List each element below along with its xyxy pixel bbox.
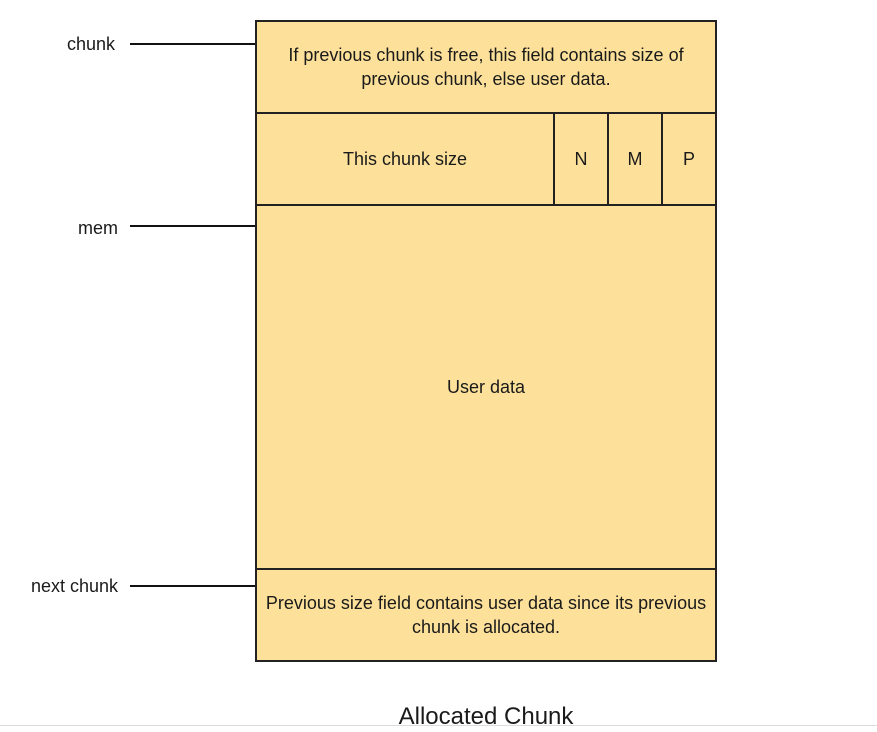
flag-p: P <box>682 149 695 169</box>
prev-size-field: If previous chunk is free, this field co… <box>257 22 715 114</box>
diagram-caption: Allocated Chunk <box>398 703 574 730</box>
mem-pointer-label: mem <box>78 218 118 238</box>
next-chunk-pointer-arrow <box>130 580 270 592</box>
chunk-size-row: This chunk size N M P <box>257 114 715 206</box>
chunk-pointer-arrow <box>130 38 270 50</box>
next-chunk-pointer-label: next chunk <box>30 576 118 596</box>
flag-m: M <box>609 114 663 204</box>
chunk-size-field: This chunk size <box>257 114 555 204</box>
flag-n: N <box>555 114 609 204</box>
prev-size-field-text: If previous chunk is free, this field co… <box>288 45 684 89</box>
chunk-pointer-label: chunk <box>66 34 115 54</box>
mem-pointer-arrow <box>130 220 270 232</box>
allocated-chunk-box: If previous chunk is free, this field co… <box>255 20 717 662</box>
next-chunk-prev-size-text: Previous size field contains user data s… <box>265 593 707 637</box>
next-chunk-prev-size-field: Previous size field contains user data s… <box>257 570 715 660</box>
user-data-region: User data <box>257 206 715 570</box>
footer-divider <box>0 725 877 726</box>
chunk-size-field-text: This chunk size <box>342 149 468 169</box>
user-data-text: User data <box>446 377 526 397</box>
